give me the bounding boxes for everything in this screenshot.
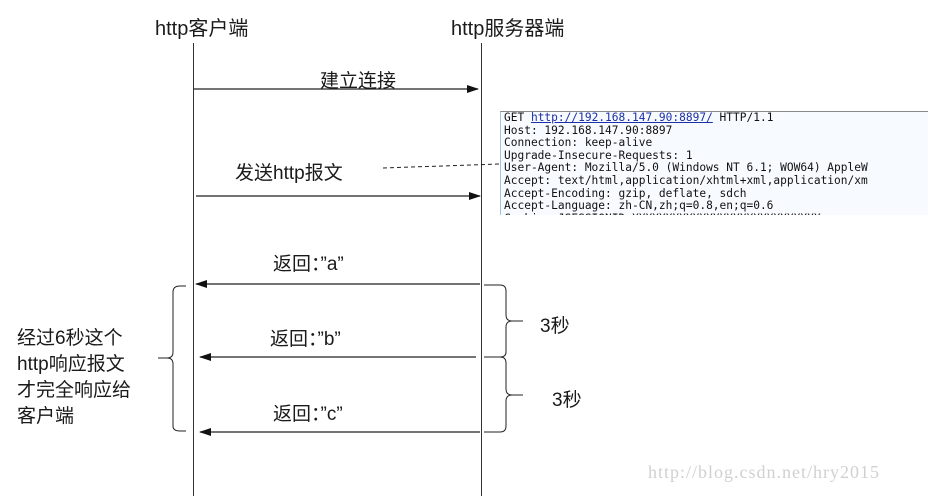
server-participant-title: http服务器端 <box>451 18 565 40</box>
request-header: User-Agent: Mozilla/5.0 (Windows NT 6.1;… <box>504 161 868 175</box>
request-header: Accept-Language: zh-CN,zh;q=0.8,en;q=0.6 <box>504 199 774 213</box>
http-request-snippet: GET http://192.168.147.90:8897/ HTTP/1.1… <box>500 111 928 215</box>
interval-brace-1 <box>484 284 523 358</box>
request-header: Accept: text/html,application/xhtml+xml,… <box>504 173 868 187</box>
server-lifeline <box>481 43 482 496</box>
duration-note-line: http响应报文 <box>17 354 125 375</box>
duration-note-line: 经过6秒这个 <box>17 328 123 349</box>
request-line: GET http://192.168.147.90:8897/ HTTP/1.1 <box>504 112 928 125</box>
request-header-cropped: Cookie: JSESSIONID=XXXXXXXXXXXXXXXXXXXXX… <box>504 212 928 215</box>
request-method: GET <box>504 111 531 124</box>
duration-note-line: 客户端 <box>17 406 75 427</box>
watermark: http://blog.csdn.net/hry2015 <box>648 462 880 482</box>
request-connector-dashed <box>382 163 501 169</box>
duration-note-line: 才完全响应给 <box>17 380 132 401</box>
interval-label-2: 3秒 <box>552 390 582 411</box>
request-header: Accept-Encoding: gzip, deflate, sdch <box>504 186 747 200</box>
message-label-connect: 建立连接 <box>320 71 397 92</box>
total-duration-brace <box>158 285 186 432</box>
message-label-send-request: 发送http报文 <box>235 163 343 184</box>
client-participant-title: http客户端 <box>155 18 249 40</box>
duration-note: 经过6秒这个 http响应报文 才完全响应给 客户端 <box>17 326 131 430</box>
request-header: Connection: keep-alive <box>504 136 653 150</box>
client-lifeline <box>193 43 194 496</box>
request-version: HTTP/1.1 <box>712 111 774 124</box>
interval-brace-2 <box>484 356 523 433</box>
request-header: Upgrade-Insecure-Requests: 1 <box>504 148 693 162</box>
request-url-link[interactable]: http://192.168.147.90:8897/ <box>530 111 713 124</box>
message-label-response-a: 返回：”a” <box>273 254 344 275</box>
request-header: Host: 192.168.147.90:8897 <box>504 123 673 137</box>
message-label-response-b: 返回：”b” <box>270 329 341 350</box>
interval-label-1: 3秒 <box>540 316 570 337</box>
message-label-response-c: 返回：”c” <box>273 404 343 425</box>
